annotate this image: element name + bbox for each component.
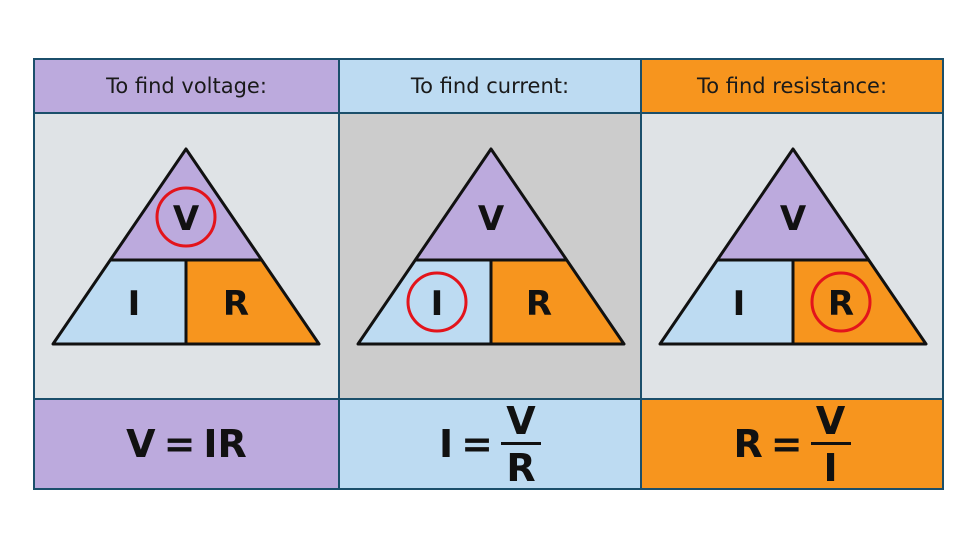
header-current: To find current:: [338, 60, 640, 112]
formula-voltage: V = IR: [35, 398, 338, 488]
triangle-right-section: [793, 260, 926, 344]
triangle-cell-resistance: V I R: [640, 112, 942, 398]
triangle-top-section: [717, 149, 869, 260]
formula-equals: =: [770, 422, 803, 466]
formula-lhs: I: [439, 422, 454, 466]
vir-triangle-current: V I R: [356, 147, 626, 346]
highlight-ring: [406, 271, 468, 333]
formula-fraction: V I: [810, 398, 851, 490]
formula-equals: =: [163, 422, 196, 466]
formula-fraction: V R: [500, 398, 541, 490]
formula-current: I = V R: [338, 398, 640, 488]
fraction-bar: [810, 441, 851, 445]
triangle-r-label: R: [223, 284, 249, 324]
header-resistance: To find resistance:: [640, 60, 942, 112]
triangle-r-label: R: [526, 284, 552, 324]
fraction-denominator: R: [506, 445, 536, 490]
header-current-label: To find current:: [410, 74, 570, 98]
triangle-v-label: V: [173, 199, 200, 239]
triangle-right-section: [186, 260, 319, 344]
fraction-denominator: I: [823, 445, 838, 490]
vir-triangle-voltage: V I R: [51, 147, 321, 346]
triangle-i-label: I: [733, 284, 746, 324]
fraction-numerator: V: [506, 398, 536, 443]
ohms-law-table: To find voltage: To find current: To fin…: [33, 58, 944, 490]
triangle-top-section: [415, 149, 567, 260]
formula-rhs: IR: [203, 422, 247, 466]
triangle-i-label: I: [431, 284, 444, 324]
triangle-v-label: V: [478, 199, 505, 239]
highlight-ring: [155, 186, 217, 248]
fraction-numerator: V: [815, 398, 846, 443]
triangle-cell-voltage: V I R: [35, 112, 338, 398]
triangle-r-label: R: [828, 284, 854, 324]
fraction-bar: [500, 441, 541, 445]
header-voltage: To find voltage:: [35, 60, 338, 112]
formula-resistance: R = V I: [640, 398, 942, 488]
formula-equals: =: [461, 422, 493, 466]
triangle-top-section: [110, 149, 262, 260]
highlight-ring: [810, 271, 872, 333]
formula-lhs: R: [733, 422, 763, 466]
header-resistance-label: To find resistance:: [696, 74, 888, 98]
triangle-cell-current: V I R: [338, 112, 640, 398]
triangle-left-section: [358, 260, 491, 344]
header-voltage-label: To find voltage:: [106, 74, 267, 98]
triangle-left-section: [53, 260, 186, 344]
triangle-right-section: [491, 260, 624, 344]
triangle-left-section: [660, 260, 793, 344]
vir-triangle-resistance: V I R: [658, 147, 928, 346]
triangle-v-label: V: [780, 199, 807, 239]
formula-lhs: V: [126, 422, 156, 466]
triangle-i-label: I: [128, 284, 141, 324]
